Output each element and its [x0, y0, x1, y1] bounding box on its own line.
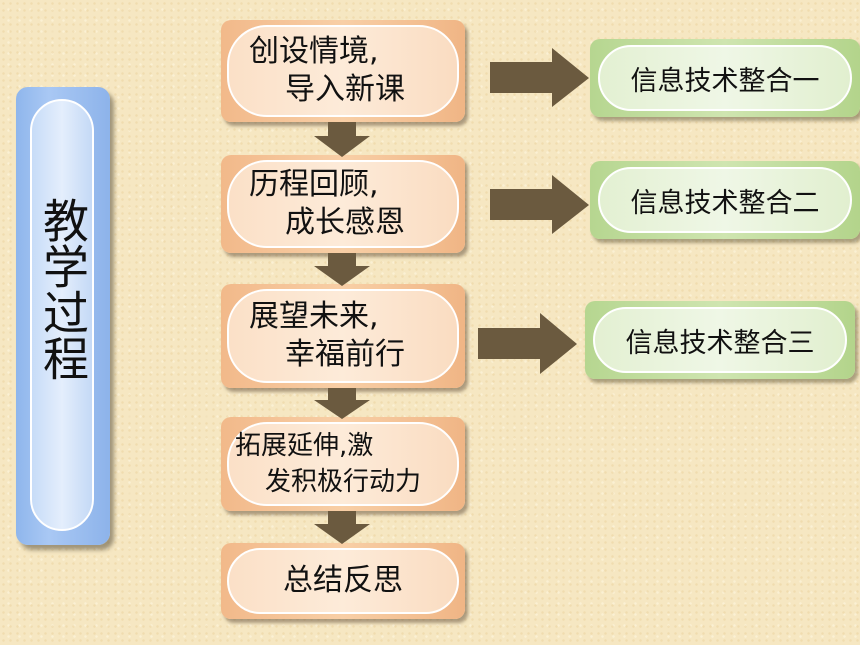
step-1-box: 创设情境, 导入新课 [221, 20, 465, 122]
side-title-inner: 教学过程 [30, 99, 94, 531]
step-5-inner: 总结反思 [227, 548, 459, 614]
right-arrow-2 [490, 175, 590, 235]
right-arrow-3 [478, 313, 578, 375]
integration-label-1: 信息技术整合一 [630, 65, 820, 97]
step-1-line1: 创设情境, [249, 34, 379, 69]
integration-box-3: 信息技术整合三 [585, 301, 855, 379]
integration-box-2: 信息技术整合二 [590, 161, 860, 239]
side-title-panel: 教学过程 [16, 87, 110, 545]
step-3-box: 展望未来, 幸福前行 [221, 284, 465, 388]
integration-label-3: 信息技术整合三 [625, 327, 815, 359]
step-4-box: 拓展延伸,激 发积极行动力 [221, 417, 465, 511]
integration-box-1-inner: 信息技术整合一 [598, 45, 852, 111]
side-title: 教学过程 [36, 197, 90, 381]
step-1-inner: 创设情境, 导入新课 [227, 25, 459, 117]
step-1-line2: 导入新课 [285, 72, 405, 107]
step-5-text: 总结反思 [229, 550, 457, 612]
step-4-line1: 拓展延伸,激 [235, 431, 374, 461]
step-2-text: 历程回顾, 成长感恩 [229, 162, 457, 246]
step-3-line1: 展望未来, [249, 299, 379, 334]
step-4-line2: 发积极行动力 [265, 467, 422, 497]
step-2-line1: 历程回顾, [249, 167, 379, 202]
integration-box-2-inner: 信息技术整合二 [598, 167, 852, 233]
step-2-line2: 成长感恩 [285, 205, 405, 240]
integration-box-3-inner: 信息技术整合三 [593, 307, 847, 373]
step-5-box: 总结反思 [221, 543, 465, 619]
step-4-text: 拓展延伸,激 发积极行动力 [229, 424, 457, 504]
step-3-text: 展望未来, 幸福前行 [229, 291, 457, 381]
integration-box-1: 信息技术整合一 [590, 39, 860, 117]
step-2-box: 历程回顾, 成长感恩 [221, 155, 465, 253]
step-5-line1: 总结反思 [283, 563, 403, 598]
down-arrow-1 [312, 122, 372, 158]
step-2-inner: 历程回顾, 成长感恩 [227, 160, 459, 248]
right-arrow-1 [490, 48, 590, 108]
integration-label-2: 信息技术整合二 [630, 187, 820, 219]
step-3-line2: 幸福前行 [285, 337, 405, 372]
step-1-text: 创设情境, 导入新课 [229, 27, 457, 115]
step-3-inner: 展望未来, 幸福前行 [227, 289, 459, 383]
down-arrow-3 [312, 388, 372, 420]
step-4-inner: 拓展延伸,激 发积极行动力 [227, 422, 459, 506]
down-arrow-4 [312, 511, 372, 545]
down-arrow-2 [312, 253, 372, 287]
